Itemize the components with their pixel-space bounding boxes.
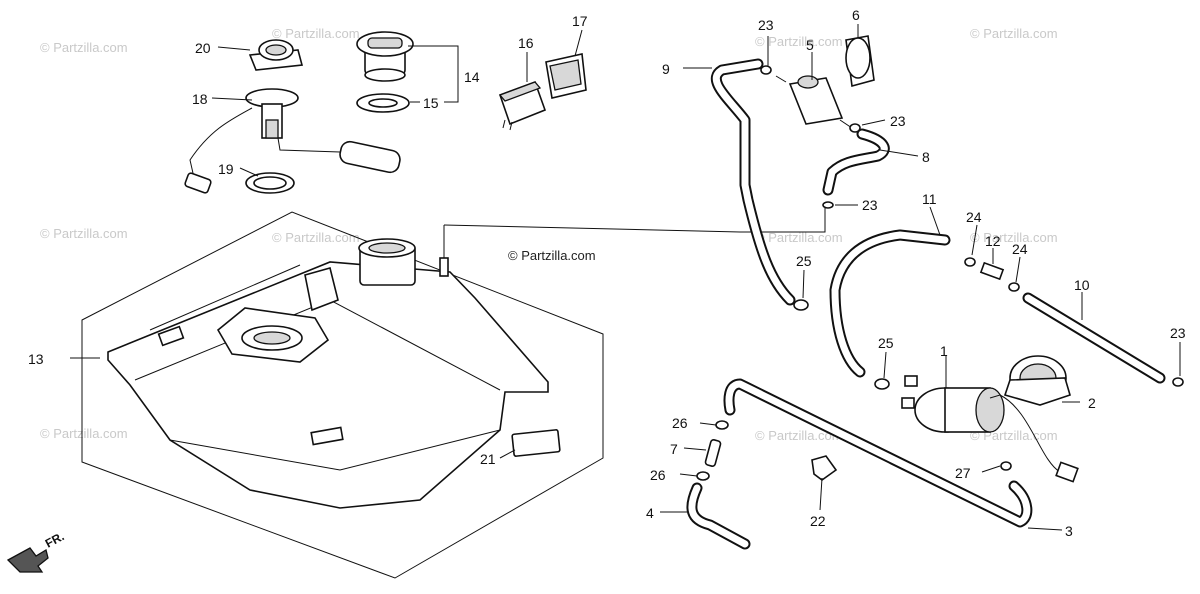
watermark: © Partzilla.com <box>40 40 128 55</box>
pump-mount-hole <box>253 331 291 345</box>
fuel-hose-4 <box>686 482 751 550</box>
tank-vent-nipple <box>439 257 449 277</box>
watermark: © Partzilla.com <box>970 230 1058 245</box>
cap-gasket-15 <box>356 93 410 113</box>
leader-lines <box>70 24 1181 531</box>
callout-23: 23 <box>1170 325 1186 341</box>
watermark: © Partzilla.com <box>40 226 128 241</box>
hose-clamp-25 <box>874 378 890 390</box>
callout-19: 19 <box>218 161 234 177</box>
callout-26: 26 <box>672 415 688 431</box>
front-direction-indicator: FR. <box>6 529 67 573</box>
clip-26 <box>696 471 710 481</box>
hose-clamp-24 <box>964 257 976 267</box>
callout-22: 22 <box>810 513 826 529</box>
callout-20: 20 <box>195 40 211 56</box>
joint-12 <box>979 261 1005 281</box>
pump-bracket-2 <box>1003 355 1071 406</box>
callout-17: 17 <box>572 13 588 29</box>
callout-25: 25 <box>878 335 894 351</box>
callout-23: 23 <box>862 197 878 213</box>
fuel-pump-1 <box>901 375 1079 483</box>
front-label: FR. <box>43 529 67 550</box>
rubber-pad-21 <box>511 429 561 457</box>
filter-holder-6 <box>845 35 875 88</box>
watermark: © Partzilla.com <box>970 26 1058 41</box>
fuel-tank-frame <box>81 211 604 579</box>
watermark: © Partzilla.com <box>272 26 360 41</box>
filler-neck-opening <box>368 242 406 254</box>
callout-15: 15 <box>423 95 439 111</box>
callout-23: 23 <box>758 17 774 33</box>
o-ring-19 <box>245 172 295 194</box>
clip-26 <box>715 420 729 430</box>
callout-23: 23 <box>890 113 906 129</box>
callout-10: 10 <box>1074 277 1090 293</box>
fuel-tank-top-edge <box>149 264 301 331</box>
watermark: © Partzilla.com <box>272 230 360 245</box>
callout-3: 3 <box>1065 523 1073 539</box>
tank-tab <box>157 325 185 347</box>
callout-2: 2 <box>1088 395 1096 411</box>
callout-24: 24 <box>1012 241 1028 257</box>
callout-21: 21 <box>480 451 496 467</box>
callout-11: 11 <box>922 191 937 207</box>
breather-tube <box>304 267 339 312</box>
callout-27: 27 <box>955 465 971 481</box>
hose-clamp-27 <box>1000 461 1012 471</box>
callout-labels: 1 2 3 4 5 6 7 8 9 10 11 12 13 14 15 16 1… <box>28 7 1186 539</box>
watermark: © Partzilla.com <box>755 428 843 443</box>
lock-ring-20 <box>248 39 304 71</box>
callout-24: 24 <box>966 209 982 225</box>
callout-12: 12 <box>985 233 1001 249</box>
hose-clamp-24 <box>1008 282 1020 292</box>
callout-4: 4 <box>646 505 654 521</box>
relay-16 <box>498 80 547 131</box>
diagram-credit: © Partzilla.com <box>508 248 596 263</box>
tank-pad <box>310 426 344 446</box>
callout-16: 16 <box>518 35 534 51</box>
hose-clamp-23 <box>760 65 772 75</box>
fuel-sender-18 <box>184 88 401 194</box>
joint-7 <box>704 439 722 467</box>
callout-6: 6 <box>852 7 860 23</box>
hose-clamp-23 <box>822 201 834 209</box>
hose-clamp-25 <box>793 299 809 311</box>
vent-leader-line <box>443 208 826 233</box>
callout-8: 8 <box>922 149 930 165</box>
hose-clip-22 <box>811 455 838 481</box>
fuel-cap-14 <box>356 31 414 82</box>
callout-13: 13 <box>28 351 44 367</box>
callout-1: 1 <box>940 343 948 359</box>
relay-cover-17 <box>545 53 587 99</box>
watermark: © Partzilla.com <box>755 230 843 245</box>
hose-clamp-23 <box>1172 377 1184 387</box>
watermark: © Partzilla.com <box>40 426 128 441</box>
callout-7: 7 <box>670 441 678 457</box>
callout-25: 25 <box>796 253 812 269</box>
watermark: © Partzilla.com <box>755 34 843 49</box>
front-arrow-icon <box>6 547 49 573</box>
callout-14: 14 <box>464 69 480 85</box>
hose-clamp-23 <box>849 123 861 133</box>
fuel-tank-group <box>81 211 604 579</box>
callout-9: 9 <box>662 61 670 77</box>
callout-5: 5 <box>806 37 814 53</box>
fuel-tank-lower-edge <box>169 429 501 471</box>
callout-18: 18 <box>192 91 208 107</box>
callout-26: 26 <box>650 467 666 483</box>
fuel-filter-5 <box>775 75 853 129</box>
